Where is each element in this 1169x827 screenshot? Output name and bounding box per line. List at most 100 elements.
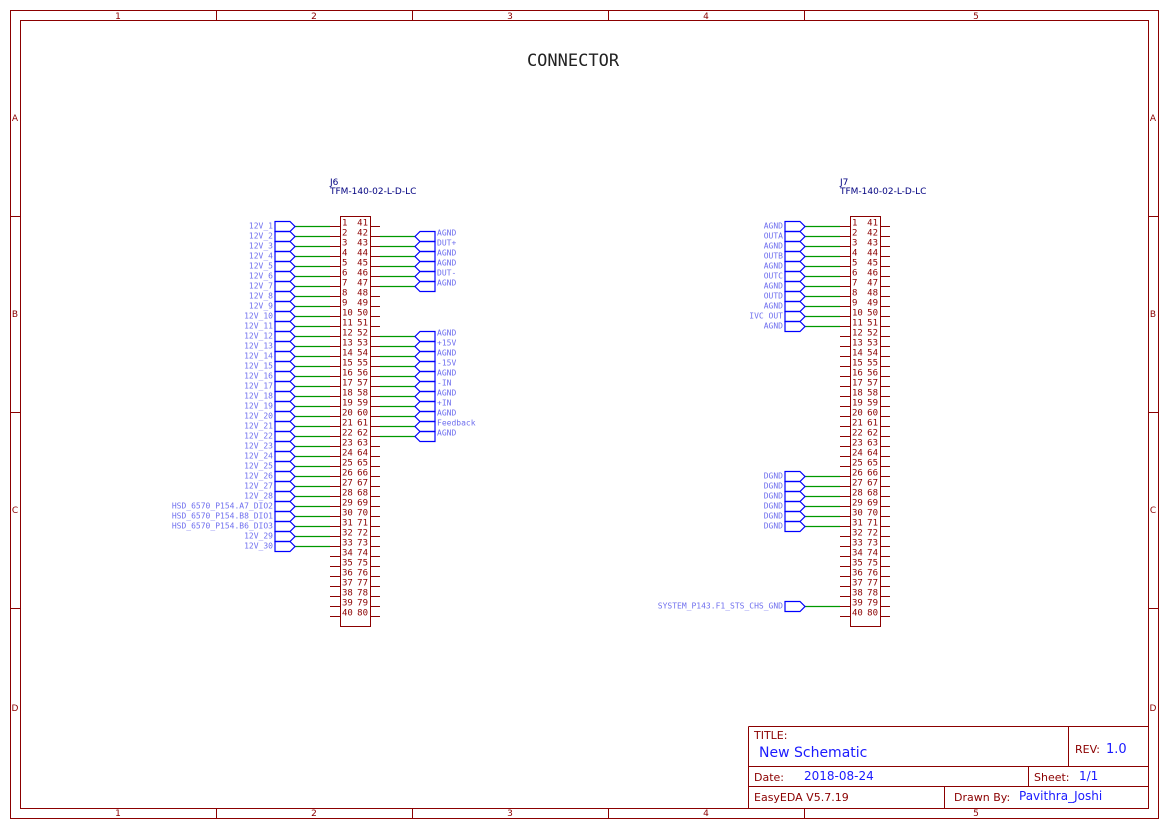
- net-label: 12V_29: [244, 532, 273, 541]
- pin-number: 16: [342, 369, 353, 379]
- pin-number: 7: [852, 279, 857, 289]
- net-label: 12V_30: [244, 542, 273, 551]
- net-label: AGND: [764, 222, 783, 231]
- pin-number: 52: [867, 329, 878, 339]
- net-label: 12V_26: [244, 472, 273, 481]
- pin-number: 56: [357, 369, 368, 379]
- pin-number: 55: [867, 359, 878, 369]
- pin-number: 72: [357, 529, 368, 539]
- net-label: DGND: [764, 502, 783, 511]
- inner-border: [20, 20, 1149, 809]
- pin-number: 57: [867, 379, 878, 389]
- net-flag: [274, 540, 296, 553]
- pin-number: 23: [342, 439, 353, 449]
- net-label: 12V_2: [249, 232, 273, 241]
- pin-number: 21: [852, 419, 863, 429]
- pin-number: 63: [867, 439, 878, 449]
- net-label: 12V_11: [244, 322, 273, 331]
- pin-number: 22: [852, 429, 863, 439]
- row-marker-left: B: [12, 310, 18, 320]
- title-value: New Schematic: [759, 745, 867, 761]
- pin-number: 58: [357, 389, 368, 399]
- column-marker-top: 3: [507, 12, 513, 22]
- net-label: AGND: [437, 389, 456, 398]
- net-label: 12V_17: [244, 382, 273, 391]
- net-label: DGND: [764, 522, 783, 531]
- pin-number: 73: [867, 539, 878, 549]
- net-label: AGND: [437, 409, 456, 418]
- pin-number: 46: [357, 269, 368, 279]
- net-flag: [414, 260, 436, 273]
- pin-number: 30: [852, 509, 863, 519]
- net-label: DGND: [764, 492, 783, 501]
- net-flag: [784, 230, 806, 243]
- column-marker-bottom: 5: [973, 809, 979, 819]
- column-marker-bottom: 4: [703, 809, 709, 819]
- pin-number: 33: [342, 539, 353, 549]
- net-flag: [274, 260, 296, 273]
- connector-designator: J7: [839, 178, 848, 188]
- pin-number: 1: [342, 219, 347, 229]
- pin-number: 63: [357, 439, 368, 449]
- net-label: AGND: [437, 229, 456, 238]
- title-block: TITLE: New Schematic REV: 1.0 Date: 2018…: [753, 729, 1127, 804]
- pin-number: 13: [342, 339, 353, 349]
- net-flag: [414, 400, 436, 413]
- net-flag: [274, 230, 296, 243]
- pin-number: 10: [852, 309, 863, 319]
- pin-number: 46: [867, 269, 878, 279]
- pin-number: 15: [852, 359, 863, 369]
- pin-number: 29: [852, 499, 863, 509]
- pin-number: 12: [342, 329, 353, 339]
- outer-border: [10, 10, 1159, 819]
- pin-number: 35: [342, 559, 353, 569]
- net-flag: [784, 490, 806, 503]
- pin-number: 65: [867, 459, 878, 469]
- pin-number: 11: [342, 319, 353, 329]
- pin-number: 72: [867, 529, 878, 539]
- net-flag: [274, 500, 296, 513]
- net-flag: [784, 470, 806, 483]
- sheet-label: Sheet:: [1034, 771, 1070, 784]
- net-flag: [414, 360, 436, 373]
- net-flag: [784, 480, 806, 493]
- net-label: AGND: [437, 259, 456, 268]
- pin-number: 27: [852, 479, 863, 489]
- pin-number: 64: [867, 449, 878, 459]
- pin-number: 49: [867, 299, 878, 309]
- pin-number: 59: [867, 399, 878, 409]
- pin-number: 4: [342, 249, 347, 259]
- net-flag: [414, 380, 436, 393]
- pin-number: 70: [357, 509, 368, 519]
- net-flag: [274, 390, 296, 403]
- net-flag: [274, 310, 296, 323]
- pin-number: 20: [852, 409, 863, 419]
- net-flag: [414, 420, 436, 433]
- connector-designator: J6: [329, 178, 339, 188]
- net-label: DGND: [764, 512, 783, 521]
- net-label: OUTC: [764, 272, 783, 281]
- pin-number: 47: [357, 279, 368, 289]
- net-label: AGND: [437, 249, 456, 258]
- pin-number: 58: [867, 389, 878, 399]
- net-label: AGND: [764, 302, 783, 311]
- pin-number: 44: [867, 249, 878, 259]
- pin-number: 40: [342, 609, 353, 619]
- net-label: 12V_4: [249, 252, 273, 261]
- pin-number: 1: [852, 219, 857, 229]
- rev-label: REV:: [1075, 743, 1100, 756]
- net-flag: [784, 310, 806, 323]
- pin-number: 45: [357, 259, 368, 269]
- pin-number: 37: [852, 579, 863, 589]
- pin-number: 18: [852, 389, 863, 399]
- pin-number: 68: [867, 489, 878, 499]
- net-label: 12V_22: [244, 432, 273, 441]
- net-flag: [414, 280, 436, 293]
- pin-number: 43: [357, 239, 368, 249]
- net-label: -15V: [437, 359, 456, 368]
- net-label: HSD_6570_P154.A7_DIO2: [172, 502, 273, 511]
- net-label: 12V_6: [249, 272, 273, 281]
- pin-number: 41: [357, 219, 368, 229]
- pin-number: 44: [357, 249, 368, 259]
